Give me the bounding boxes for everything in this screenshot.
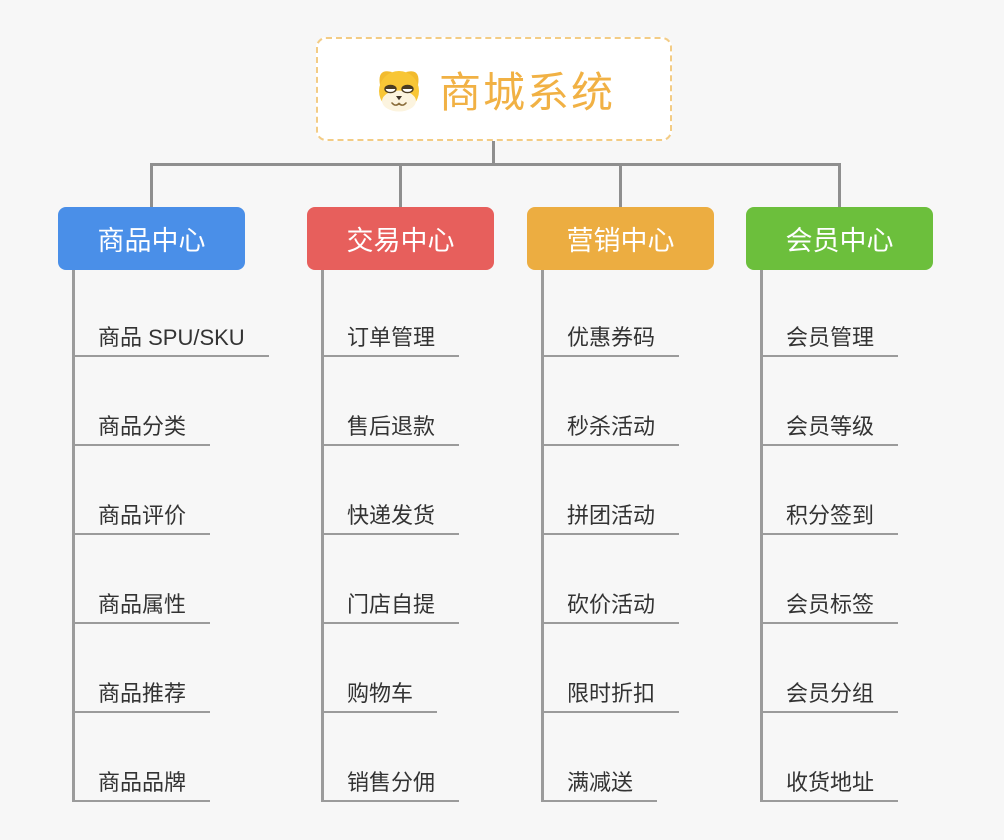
branch-spine — [72, 270, 75, 802]
leaf-node[interactable]: 销售分佣 — [321, 764, 460, 802]
leaf-node[interactable]: 商品分类 — [72, 408, 211, 446]
leaf-node[interactable]: 砍价活动 — [541, 586, 680, 624]
leaf-node[interactable]: 商品推荐 — [72, 675, 211, 713]
connector-drop — [150, 163, 153, 207]
leaf-node[interactable]: 积分签到 — [760, 497, 899, 535]
leaf-node[interactable]: 会员管理 — [760, 319, 899, 357]
root-node[interactable]: 商城系统 — [316, 37, 672, 141]
branch-spine — [760, 270, 763, 802]
root-title: 商城系统 — [438, 68, 615, 116]
leaf-node[interactable]: 商品评价 — [72, 497, 211, 535]
leaf-node[interactable]: 购物车 — [321, 675, 438, 713]
leaf-node[interactable]: 会员等级 — [760, 408, 899, 446]
leaf-node[interactable]: 会员分组 — [760, 675, 899, 713]
connector-drop — [619, 163, 622, 207]
leaf-node[interactable]: 限时折扣 — [541, 675, 680, 713]
leaf-node[interactable]: 售后退款 — [321, 408, 460, 446]
leaf-node[interactable]: 满减送 — [541, 764, 658, 802]
leaf-node[interactable]: 收货地址 — [760, 764, 899, 802]
leaf-node[interactable]: 商品品牌 — [72, 764, 211, 802]
connector-drop — [838, 163, 841, 207]
branch-node-product-center[interactable]: 商品中心 — [58, 207, 245, 270]
leaf-node[interactable]: 商品 SPU/SKU — [72, 319, 269, 357]
leaf-node[interactable]: 优惠券码 — [541, 319, 680, 357]
leaf-node[interactable]: 会员标签 — [760, 586, 899, 624]
dog-face-icon — [373, 65, 425, 113]
leaf-node[interactable]: 秒杀活动 — [541, 408, 680, 446]
leaf-node[interactable]: 拼团活动 — [541, 497, 680, 535]
leaf-node[interactable]: 门店自提 — [321, 586, 460, 624]
connector-drop — [399, 163, 402, 207]
branch-node-trade-center[interactable]: 交易中心 — [307, 207, 494, 270]
leaf-node[interactable]: 快递发货 — [321, 497, 460, 535]
branch-node-member-center[interactable]: 会员中心 — [746, 207, 933, 270]
connector-rail — [150, 163, 841, 166]
leaf-node[interactable]: 订单管理 — [321, 319, 460, 357]
connector-root-stub — [492, 141, 495, 163]
branch-spine — [541, 270, 544, 802]
branch-spine — [321, 270, 324, 802]
branch-node-marketing-center[interactable]: 营销中心 — [527, 207, 714, 270]
leaf-node[interactable]: 商品属性 — [72, 586, 211, 624]
